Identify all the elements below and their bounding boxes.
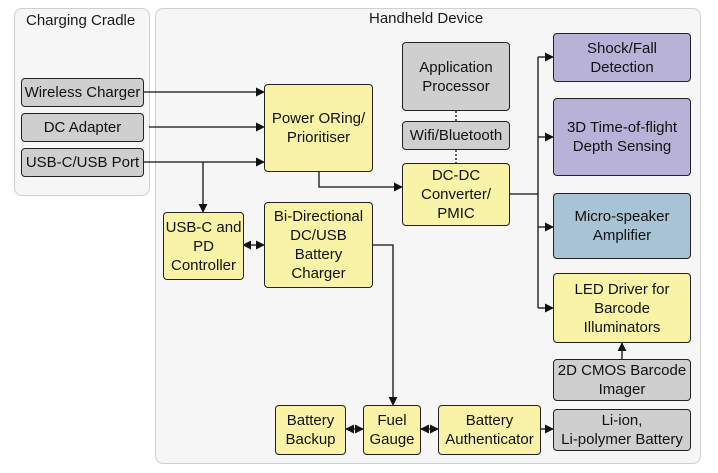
battery-authenticator-block: Battery Authenticator [438, 405, 541, 455]
usb-port-block: USB-C/USB Port [21, 148, 144, 177]
battery-charger-block: Bi-Directional DC/USB Battery Charger [264, 202, 373, 288]
cmos-barcode-imager-block: 2D CMOS Barcode Imager [553, 359, 691, 401]
charging-cradle-title: Charging Cradle [26, 12, 136, 29]
battery-backup-block: Battery Backup [275, 405, 346, 455]
usbc-pd-controller-block: USB-C and PD Controller [163, 212, 244, 280]
wireless-charger-block: Wireless Charger [21, 78, 144, 107]
led-driver-block: LED Driver for Barcode Illuminators [553, 273, 691, 343]
shock-fall-detection-block: Shock/Fall Detection [553, 33, 691, 82]
dcdc-pmic-block: DC-DC Converter/ PMIC [402, 163, 510, 226]
application-processor-block: Application Processor [402, 42, 510, 111]
handheld-device-title: Handheld Device [369, 10, 484, 27]
wire-charger-to-fuelgauge [372, 244, 398, 406]
li-ion-battery-block: Li-ion, Li-polymer Battery [553, 409, 691, 451]
speaker-amplifier-block: Micro-speaker Amplifier [553, 193, 691, 259]
wifi-bluetooth-block: Wifi/Bluetooth [402, 121, 510, 150]
tof-depth-sensing-block: 3D Time-of-flight Depth Sensing [553, 98, 691, 176]
dc-adapter-block: DC Adapter [21, 113, 144, 142]
power-oring-block: Power ORing/ Prioritiser [264, 84, 373, 172]
wire-oring-to-dcdc [318, 172, 403, 192]
fuel-gauge-block: Fuel Gauge [363, 405, 421, 455]
